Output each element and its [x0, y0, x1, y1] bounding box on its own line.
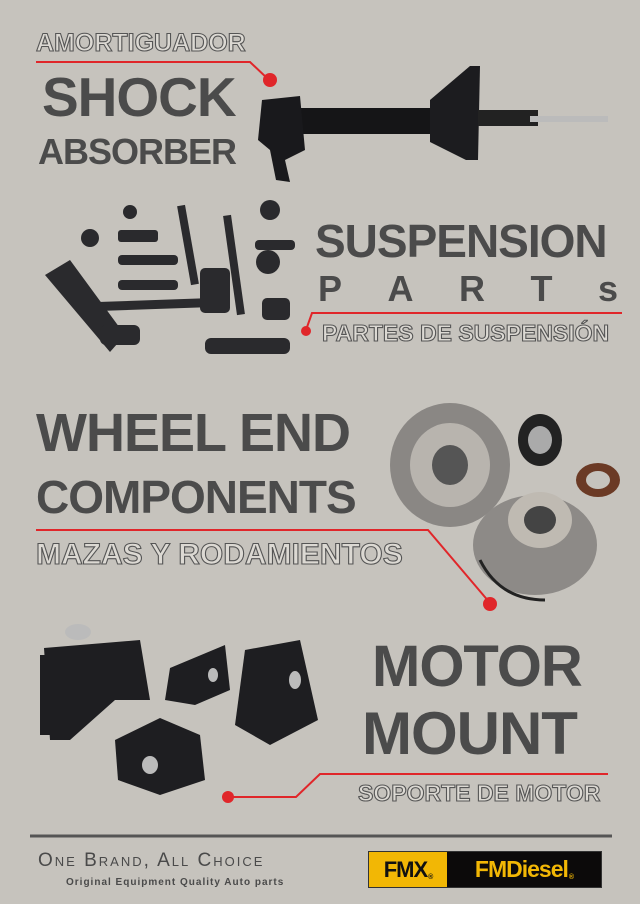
wheel-title-line1: WHEEL END	[36, 403, 351, 463]
parts-letter: R	[458, 268, 485, 309]
motor-title-line1: MOTOR	[372, 634, 583, 699]
parts-letter: P	[318, 268, 343, 309]
fmx-logo-text: FMX	[383, 856, 428, 882]
footer-slogan: One Brand, All Choice	[38, 850, 265, 871]
shock-spanish-label: AMORTIGUADOR	[35, 29, 246, 57]
fmx-logo: FMX®	[369, 852, 447, 887]
shock-title-line2: ABSORBER	[38, 131, 237, 172]
wheel-spanish-label: MAZAS Y RODAMIENTOS	[35, 538, 403, 571]
suspension-spanish-label: PARTES DE SUSPENSIÓN	[321, 320, 610, 346]
motor-title-line2: MOUNT	[362, 700, 578, 767]
wheel-title-line2: COMPONENTS	[36, 471, 357, 523]
parts-letter: s	[597, 268, 618, 309]
shock-title-line1: SHOCK	[42, 66, 237, 128]
suspension-title: SUSPENSION	[315, 215, 608, 267]
registered-mark: ®	[428, 874, 433, 881]
parts-letter: T	[530, 268, 553, 309]
registered-mark: ®	[568, 874, 574, 881]
fmdiesel-logo-text: FMDiesel	[474, 856, 569, 882]
suspension-parts-image	[45, 200, 295, 354]
shock-absorber-image	[258, 66, 608, 182]
motor-mount-image	[40, 624, 318, 795]
brand-logo: FMX® FMDiesel®	[368, 851, 602, 888]
parts-spaced-letters: P A R T s	[318, 270, 618, 308]
parts-letter: A	[387, 268, 414, 309]
footer-tagline: Original Equipment Quality Auto parts	[66, 877, 285, 888]
wheel-hub-image	[390, 403, 620, 602]
fmdiesel-logo: FMDiesel®	[447, 852, 601, 887]
motor-spanish-label: SOPORTE DE MOTOR	[357, 780, 601, 806]
